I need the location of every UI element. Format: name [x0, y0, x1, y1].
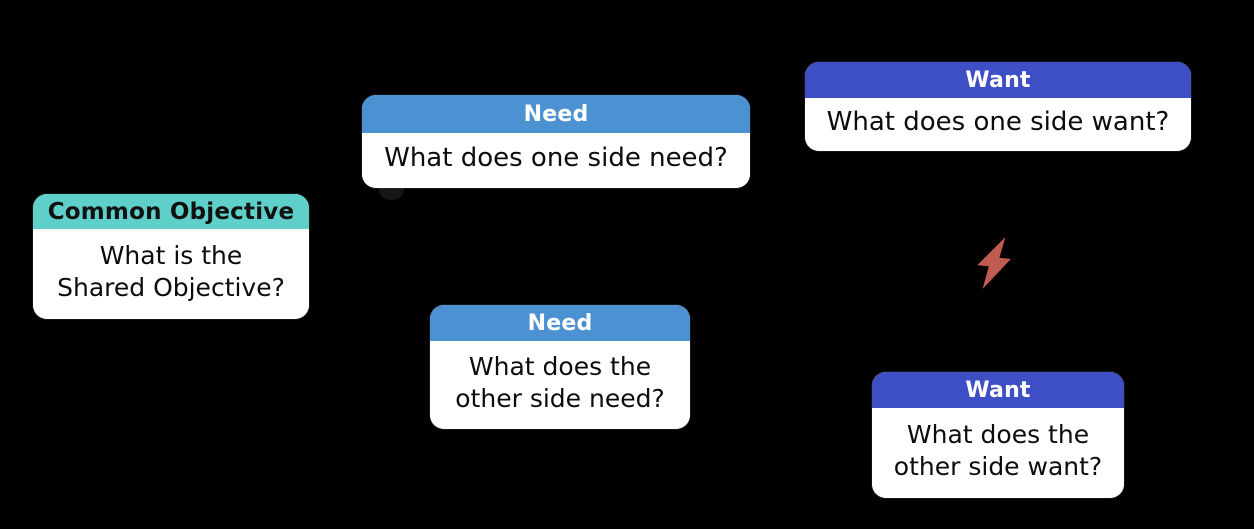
node-title: Want — [965, 377, 1031, 403]
node-header: Need — [430, 305, 690, 341]
node-title: Need — [523, 101, 589, 127]
node-want-side-one[interactable]: Want What does one side want? — [805, 62, 1191, 151]
node-title: Need — [527, 310, 593, 336]
node-body: What does the other side want? — [872, 408, 1124, 498]
node-title: Want — [965, 67, 1031, 93]
node-need-other-side[interactable]: Need What does the other side need? — [430, 305, 690, 429]
node-header: Want — [805, 62, 1191, 98]
node-header: Common Objective — [33, 194, 309, 229]
lightning-bolt-icon — [977, 237, 1011, 289]
node-header: Want — [872, 372, 1124, 408]
node-title: Common Objective — [47, 198, 295, 225]
node-need-side-one[interactable]: Need What does one side need? — [362, 95, 750, 188]
node-body: What does one side need? — [362, 133, 750, 188]
node-body: What is the Shared Objective? — [33, 229, 309, 319]
node-body: What does one side want? — [805, 98, 1191, 151]
node-common-objective[interactable]: Common Objective What is the Shared Obje… — [33, 194, 309, 319]
node-want-other-side[interactable]: Want What does the other side want? — [872, 372, 1124, 498]
node-header: Need — [362, 95, 750, 133]
node-body: What does the other side need? — [430, 341, 690, 429]
